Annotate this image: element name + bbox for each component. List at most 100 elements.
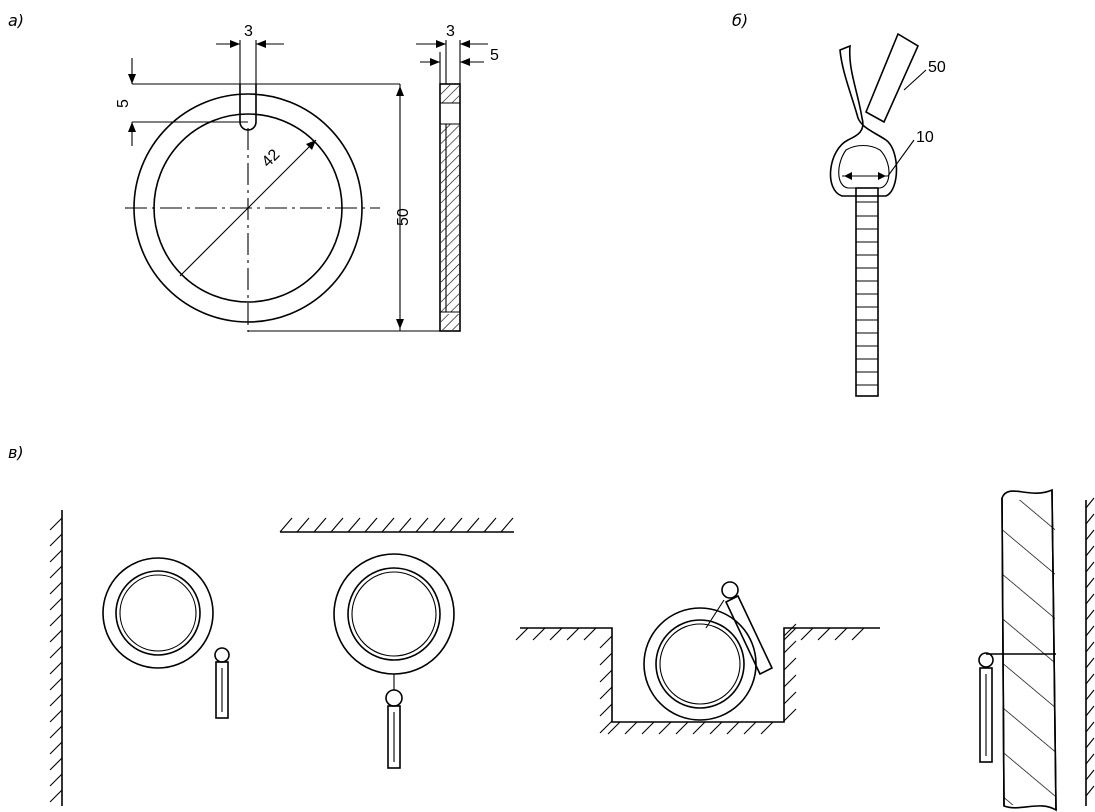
- hatch-stroke: [783, 708, 797, 722]
- hatch-stroke: [783, 623, 797, 637]
- hatch-stroke: [313, 517, 327, 533]
- cable4-tag-knob: [978, 652, 994, 668]
- hatch-stroke: [49, 693, 63, 707]
- side-section-outline: [439, 83, 461, 332]
- cord-loop-outer: [829, 44, 898, 197]
- hatch-stroke: [692, 721, 706, 735]
- hatch-stroke: [599, 686, 613, 700]
- dim-slot-offset: 5: [115, 99, 132, 108]
- hatch-stroke: [49, 757, 63, 771]
- side-hatch-top: [441, 85, 459, 103]
- hatch-stroke: [675, 721, 689, 735]
- hatch-stroke: [1085, 721, 1095, 733]
- cable2-core-inner: [351, 571, 437, 657]
- hatch-stroke: [364, 517, 378, 533]
- side-hatch-bottom: [441, 314, 459, 330]
- cable1-ring-outer: [102, 557, 214, 669]
- hatch-stroke: [415, 517, 429, 533]
- arrow-side-5-left: [430, 58, 440, 66]
- arrow-offset-bottom: [128, 122, 136, 132]
- cable2-tag-knob: [385, 689, 403, 707]
- hatch-stroke: [583, 627, 597, 641]
- hatch-stroke: [817, 627, 831, 641]
- cable1-core: [115, 570, 201, 656]
- cable3-core: [655, 619, 745, 709]
- cable2-tag: [387, 705, 401, 769]
- arrow-offset-top: [128, 74, 136, 84]
- cable1-tag: [215, 661, 229, 719]
- cable4-tag: [979, 667, 993, 763]
- arrow-slot-right: [256, 40, 266, 48]
- wall-left-hatch: [49, 517, 63, 803]
- cable3-ring-outer: [643, 607, 757, 721]
- hatch-stroke: [532, 627, 546, 641]
- hatch-stroke: [49, 645, 63, 659]
- hatch-stroke: [49, 661, 63, 675]
- hatch-stroke: [726, 721, 740, 735]
- hatch-stroke: [49, 549, 63, 563]
- hatch-stroke: [466, 517, 480, 533]
- panel-c-label: в): [8, 443, 24, 462]
- cable3-core-inner: [659, 623, 741, 705]
- hatch-stroke: [599, 720, 613, 734]
- diameter-line: [179, 139, 317, 277]
- hatch-stroke: [1085, 641, 1095, 653]
- cable4-edge-left: [1001, 497, 1005, 807]
- hatch-stroke: [783, 657, 797, 671]
- hatch-stroke: [1085, 737, 1095, 749]
- hatch-stroke: [783, 627, 797, 641]
- hatch-stroke: [599, 703, 613, 717]
- hatch-stroke: [49, 597, 63, 611]
- arrow-side-5-right: [460, 58, 470, 66]
- hatch-stroke: [49, 565, 63, 579]
- hatch-stroke: [381, 517, 395, 533]
- dim-loop-width: 10: [916, 129, 934, 146]
- panel-b: б) 10 50: [732, 11, 946, 397]
- arrow-loop-right: [878, 172, 886, 180]
- hatch-stroke: [1085, 689, 1095, 701]
- hatch-stroke: [599, 635, 613, 649]
- dim-side-offset: 5: [490, 47, 499, 64]
- tag-segments: [856, 201, 878, 386]
- hatch-stroke: [49, 613, 63, 627]
- hatch-stroke: [398, 517, 412, 533]
- hatch-stroke: [49, 789, 63, 803]
- dim-strap-width: 50: [928, 59, 946, 76]
- ceiling-hatch: [279, 517, 514, 533]
- dim-outer-size: 50: [395, 208, 412, 226]
- cable4-edge-right: [1051, 489, 1057, 811]
- hatch-stroke: [1085, 497, 1095, 509]
- hatch-stroke: [1085, 673, 1095, 685]
- panel-a: а) 42 3 5 50: [8, 11, 499, 332]
- hatch-stroke: [49, 709, 63, 723]
- hatch-stroke: [834, 627, 848, 641]
- hatch-stroke: [549, 627, 563, 641]
- hatch-stroke: [851, 627, 865, 641]
- cable2-core: [347, 567, 441, 661]
- arrow-side-3-left: [436, 40, 446, 48]
- hatch-stroke: [599, 652, 613, 666]
- arrow-slot-left: [230, 40, 240, 48]
- hatch-stroke: [641, 721, 655, 735]
- hatch-stroke: [330, 517, 344, 533]
- hatch-stroke: [607, 721, 621, 735]
- slot-hole: [239, 84, 257, 131]
- dim-inner-diameter: 42: [259, 146, 284, 171]
- hatch-stroke: [279, 517, 293, 533]
- hatch-stroke: [566, 627, 580, 641]
- leader-loop: [887, 139, 915, 177]
- hatch-stroke: [347, 517, 361, 533]
- hatch-stroke: [800, 627, 814, 641]
- hatch-stroke: [49, 741, 63, 755]
- hatch-stroke: [1085, 529, 1095, 541]
- hatch-stroke: [49, 533, 63, 547]
- hatch-stroke: [1085, 753, 1095, 765]
- hatch-stroke: [483, 517, 497, 533]
- hatch-stroke: [1085, 625, 1095, 637]
- hatch-stroke: [515, 627, 529, 641]
- hatch-stroke: [1085, 657, 1095, 669]
- panel-b-label: б): [732, 11, 748, 30]
- hatch-stroke: [432, 517, 446, 533]
- hatch-stroke: [1085, 705, 1095, 717]
